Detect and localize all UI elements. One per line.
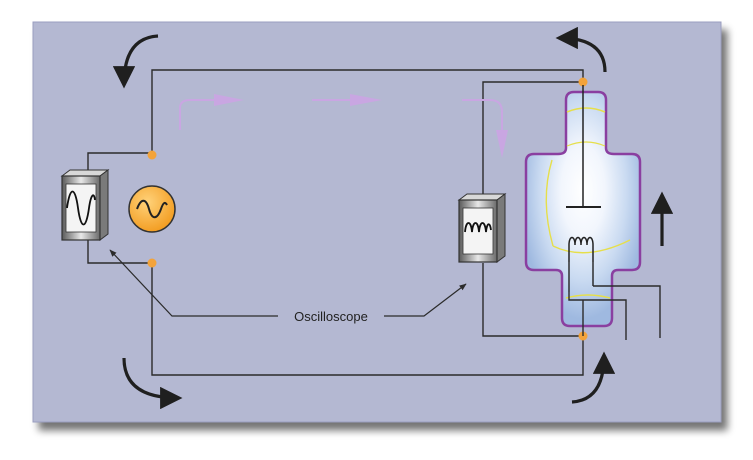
right-oscilloscope xyxy=(457,193,507,263)
junction-dot xyxy=(147,258,157,268)
tube-envelope xyxy=(524,90,642,328)
current-arrow xyxy=(571,351,616,404)
ac-source-icon xyxy=(128,185,176,233)
current-arrow xyxy=(122,357,183,410)
leader-line xyxy=(109,249,278,317)
ac-source xyxy=(128,185,176,233)
electron-flow-arrows xyxy=(179,94,508,158)
electron-flow-arrowhead xyxy=(214,94,244,106)
junction-dot xyxy=(578,77,588,87)
oscilloscope-leaders xyxy=(109,249,467,317)
filament-icon xyxy=(568,236,594,262)
current-arrows xyxy=(112,26,674,410)
junction-dot xyxy=(147,150,157,160)
electron-flow-arrow xyxy=(462,99,503,132)
x-ray-tube xyxy=(524,85,661,340)
electron-flow-arrowhead xyxy=(496,130,508,158)
junction-dots xyxy=(147,77,588,341)
circuit-wires xyxy=(87,69,584,376)
sine-wave-icon xyxy=(66,190,96,226)
current-arrow xyxy=(555,26,607,73)
oscilloscope-label: Oscilloscope xyxy=(294,309,368,324)
current-arrow xyxy=(112,34,159,89)
left-oscilloscope xyxy=(60,169,110,241)
electron-flow-arrowhead xyxy=(350,94,382,106)
pulse-wave-icon xyxy=(464,222,492,233)
leader-line xyxy=(384,283,467,317)
electron-flow-arrow xyxy=(179,99,214,130)
